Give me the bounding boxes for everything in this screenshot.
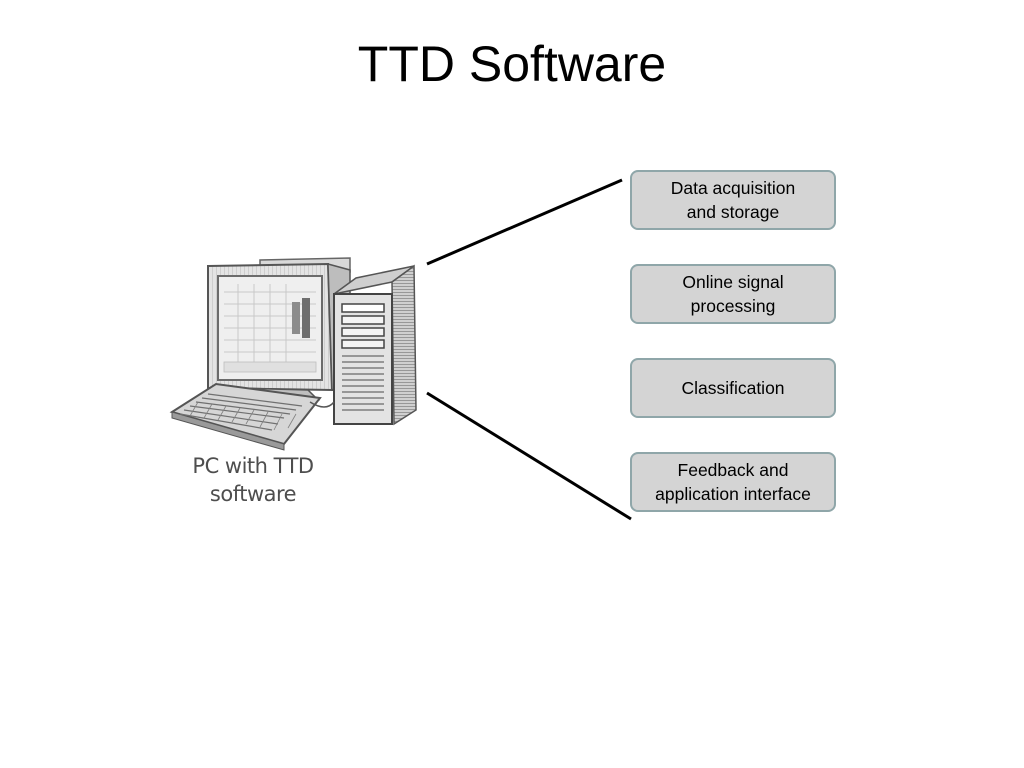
module-label-line2: processing [690, 296, 776, 316]
keyboard [169, 382, 322, 451]
pc-tower [333, 264, 417, 426]
cable [309, 401, 335, 408]
monitor [207, 257, 351, 401]
pc-caption-line2: software [209, 482, 297, 506]
module-data-acquisition: Data acquisition and storage [630, 170, 836, 230]
module-label-line2: and storage [686, 202, 780, 222]
module-feedback-interface: Feedback and application interface [630, 452, 836, 512]
desktop-computer-icon [169, 257, 417, 451]
module-label-line1: Feedback and [677, 460, 789, 480]
module-label-line1: Online signal [682, 272, 784, 292]
slide-title: TTD Software [357, 36, 667, 92]
module-classification: Classification [630, 358, 836, 418]
connector-line-bottom [426, 391, 632, 521]
pc-caption-line1: PC with TTD [192, 454, 314, 478]
connector-line-top [426, 178, 623, 266]
module-online-signal-processing: Online signal processing [630, 264, 836, 324]
module-label-line1: Classification [681, 378, 785, 398]
module-label-line1: Data acquisition [670, 178, 796, 198]
pc-caption: PC with TTD software [170, 452, 336, 508]
module-label-line2: application interface [655, 484, 811, 504]
